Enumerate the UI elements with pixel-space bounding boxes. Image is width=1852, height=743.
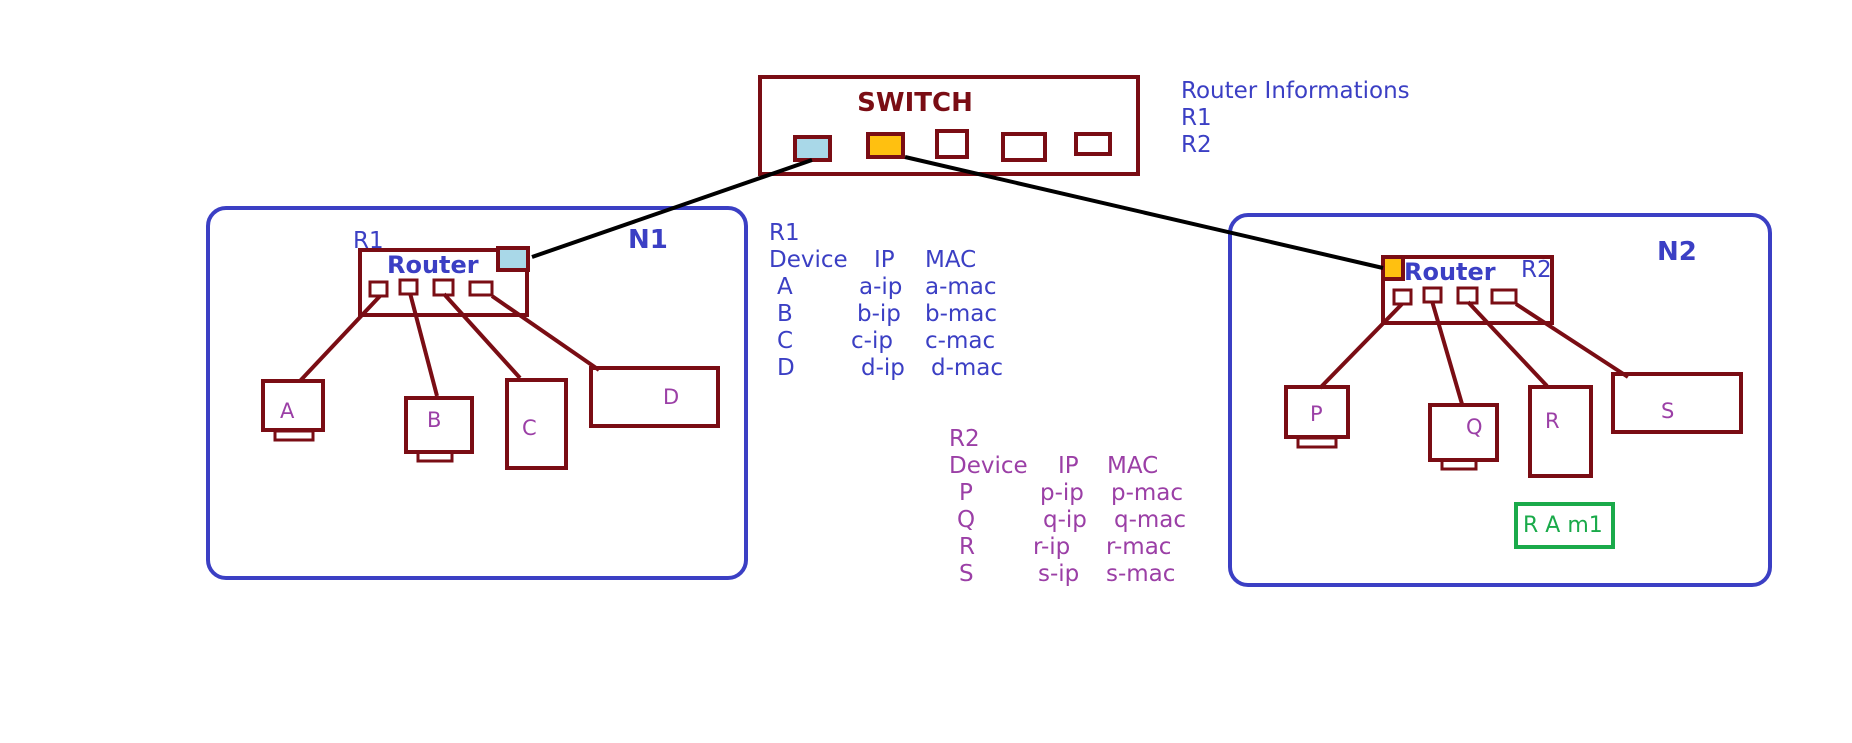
device-b-label: B	[427, 408, 441, 432]
router-info: Router Informations R1 R2	[1181, 78, 1410, 158]
table-r2-row-mac: q-mac	[1114, 507, 1186, 533]
n2-boundary	[1228, 213, 1772, 587]
switch-port-2	[866, 132, 905, 159]
device-d	[589, 366, 720, 428]
table-r1-row-mac: b-mac	[925, 301, 997, 327]
link-r1-a	[298, 294, 382, 383]
table-r2-row-mac: r-mac	[1106, 534, 1171, 560]
table-r2-row-mac: p-mac	[1111, 480, 1183, 506]
table-r1-row-ip: c-ip	[851, 328, 893, 354]
switch-box	[758, 75, 1140, 176]
device-q-base	[1440, 458, 1478, 471]
router-r2-port-p	[1392, 288, 1413, 306]
network-n1: N1 R1 Router A B C D	[206, 206, 748, 580]
table-r1-row-ip: a-ip	[859, 274, 902, 300]
router-r1	[358, 248, 529, 317]
link-r1-b	[408, 292, 439, 397]
n1-boundary	[206, 206, 748, 580]
table-r2-row-ip: r-ip	[1033, 534, 1070, 560]
table-r1-row-mac: a-mac	[925, 274, 997, 300]
device-q-label: Q	[1466, 415, 1483, 439]
table-r1-row-mac: c-mac	[925, 328, 995, 354]
link-r1-d	[490, 294, 601, 372]
table-r1-title: R1	[769, 220, 800, 246]
ram1-label: R A m1	[1523, 513, 1603, 538]
device-a-label: A	[280, 399, 295, 423]
table-r2: R2 Device IP MAC P p-ip p-mac Q q-ip q-m…	[949, 426, 1186, 587]
link-r2-r	[1466, 300, 1549, 388]
device-r-label: R	[1545, 409, 1560, 433]
n2-label: N2	[1657, 237, 1697, 267]
table-r2-row-mac: s-mac	[1106, 561, 1175, 587]
router-r2-uplink-port	[1381, 255, 1405, 281]
table-r2-row-ip: p-ip	[1040, 480, 1084, 506]
table-r1: R1 Device IP MAC A a-ip a-mac B b-ip b-m…	[769, 220, 1003, 381]
table-r2-row-device: P	[959, 480, 973, 506]
device-r	[1528, 385, 1593, 478]
table-r2-header-device: Device	[949, 453, 1028, 479]
router-r1-port-b	[398, 278, 419, 296]
router-info-r2: R2	[1181, 132, 1212, 158]
table-r2-row-ip: s-ip	[1038, 561, 1079, 587]
table-r1-header-ip: IP	[874, 247, 895, 273]
router-r2-port-s	[1490, 288, 1518, 305]
device-b-base	[416, 450, 454, 463]
router-r1-uplink-port	[496, 246, 530, 272]
router-r1-port-d	[468, 280, 494, 297]
table-r1-row-device: C	[777, 328, 793, 354]
router-r1-port-a	[368, 280, 389, 298]
device-c	[505, 378, 568, 470]
table-r1-row-mac: d-mac	[931, 355, 1003, 381]
table-r1-row-device: D	[777, 355, 795, 381]
table-r2-row-device: S	[959, 561, 974, 587]
table-r2-header-mac: MAC	[1107, 453, 1158, 479]
router-r2-label: Router	[1404, 258, 1496, 286]
device-s	[1611, 372, 1743, 434]
table-r1-row-ip: b-ip	[857, 301, 901, 327]
router-r1-port-c	[432, 278, 455, 297]
n1-label: N1	[628, 225, 668, 255]
uplink-r2-switch	[904, 155, 1384, 270]
device-p-base	[1296, 436, 1338, 449]
link-r2-s	[1514, 302, 1630, 379]
device-c-label: C	[522, 416, 537, 440]
device-d-label: D	[663, 385, 679, 409]
device-q	[1428, 403, 1499, 462]
router-info-title: Router Informations	[1181, 78, 1410, 104]
r2-tag: R2	[1521, 257, 1552, 283]
link-r2-q	[1430, 300, 1464, 405]
router-info-r1: R1	[1181, 105, 1212, 131]
table-r2-title: R2	[949, 426, 980, 452]
table-r2-row-device: R	[959, 534, 975, 560]
router-r1-label: Router	[387, 251, 479, 279]
router-r2-port-q	[1422, 286, 1443, 304]
link-r1-c	[442, 292, 522, 380]
switch-label: SWITCH	[857, 88, 973, 118]
uplink-r1-switch	[531, 158, 813, 259]
switch-port-5	[1074, 132, 1112, 156]
table-r1-header-device: Device	[769, 247, 848, 273]
table-r1-row-device: B	[777, 301, 793, 327]
router-r2-port-r	[1456, 286, 1479, 305]
network-n2: N2 R2 Router P Q R S R A m1	[1228, 213, 1772, 587]
switch: SWITCH	[758, 75, 1140, 176]
device-s-label: S	[1661, 399, 1674, 423]
switch-port-3	[935, 129, 969, 159]
table-r2-row-device: Q	[957, 507, 975, 533]
table-r2-row-ip: q-ip	[1043, 507, 1087, 533]
router-r2	[1381, 255, 1554, 325]
link-r2-p	[1318, 302, 1404, 390]
switch-port-4	[1001, 132, 1047, 162]
ram1-box	[1514, 502, 1615, 549]
switch-port-1	[793, 135, 832, 162]
table-r1-row-device: A	[777, 274, 793, 300]
table-r2-header-ip: IP	[1058, 453, 1079, 479]
device-p-label: P	[1310, 402, 1323, 426]
table-r1-row-ip: d-ip	[861, 355, 905, 381]
device-a-base	[273, 429, 315, 442]
table-r1-header-mac: MAC	[925, 247, 976, 273]
